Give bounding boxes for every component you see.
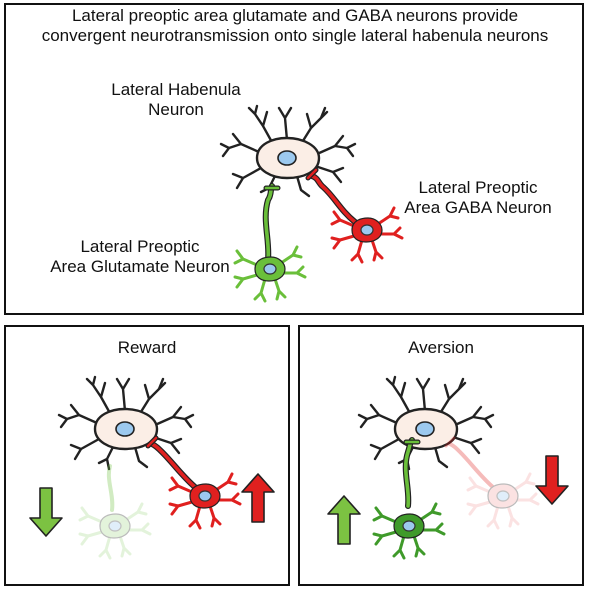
habenula-label-line1: Lateral Habenula bbox=[111, 80, 241, 99]
glutamate-label-line1: Lateral Preoptic bbox=[80, 237, 200, 256]
reward-glutamate-pathway bbox=[78, 464, 152, 560]
aversion-glutamate-up-arrow bbox=[327, 495, 361, 545]
aversion-habenula-neuron bbox=[357, 375, 495, 471]
aversion-gaba-pathway bbox=[444, 436, 540, 530]
aversion-gaba-down-arrow bbox=[535, 455, 569, 505]
main-title-line1: Lateral preoptic area glutamate and GABA… bbox=[71, 6, 519, 25]
habenula-label-line2: Neuron bbox=[148, 100, 204, 119]
main-title-line2: convergent neurotransmission onto single… bbox=[41, 26, 549, 45]
habenula-neuron-label: Lateral Habenula Neuron bbox=[96, 80, 256, 120]
glutamate-neuron-label: Lateral Preoptic Area Glutamate Neuron bbox=[42, 237, 238, 277]
aversion-glutamate-neuron bbox=[372, 502, 446, 560]
main-title: Lateral preoptic area glutamate and GABA… bbox=[0, 6, 590, 46]
reward-panel bbox=[4, 325, 290, 586]
gaba-neuron-label: Lateral Preoptic Area GABA Neuron bbox=[392, 178, 564, 218]
reward-title: Reward bbox=[117, 338, 177, 357]
gaba-label-line2: Area GABA Neuron bbox=[404, 198, 552, 217]
aversion-title: Aversion bbox=[408, 338, 474, 357]
gaba-label-line1: Lateral Preoptic bbox=[418, 178, 538, 197]
glutamate-label-line2: Area Glutamate Neuron bbox=[50, 257, 230, 276]
